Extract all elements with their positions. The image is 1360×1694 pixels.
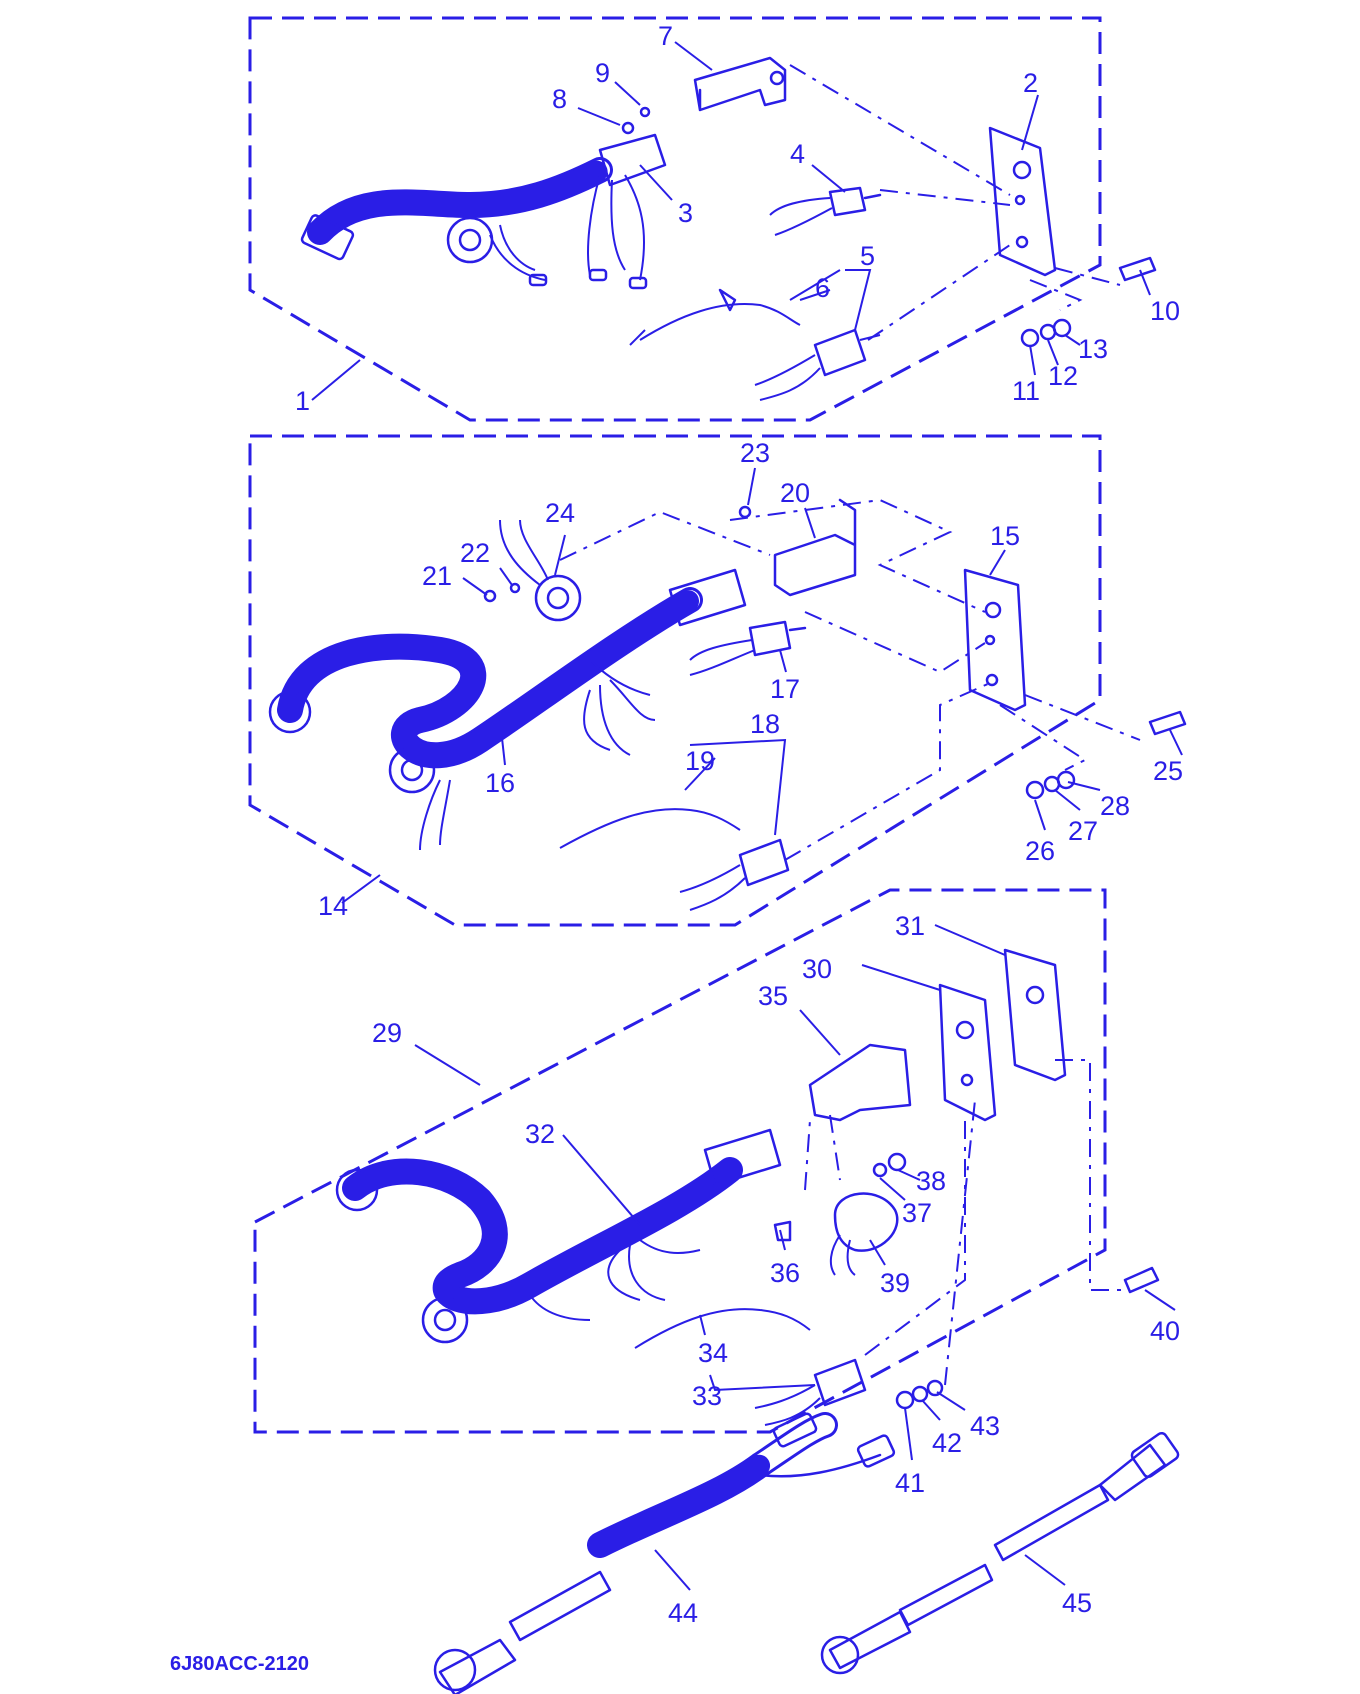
group-14-parts [268,498,1187,911]
callout-1: 1 [295,386,310,416]
switch-17 [748,620,807,657]
callout-40: 40 [1150,1316,1180,1346]
plate-30 [938,983,997,1122]
callout-4: 4 [790,139,805,169]
extension-cables [433,1412,1180,1694]
callout-36: 36 [770,1258,800,1288]
lanyard-6 [629,303,801,346]
callout-44: 44 [668,1598,698,1628]
callout-29: 29 [372,1018,402,1048]
meter-24 [534,574,582,622]
callout-19: 19 [685,746,715,776]
group-1-parts [300,56,1157,401]
switch-4 [828,186,882,217]
callout-7: 7 [658,21,673,51]
callout-33: 33 [692,1381,722,1411]
callout-30: 30 [802,954,832,984]
group-frames [248,16,1107,1434]
group-frame-14 [248,434,1102,927]
callout-13: 13 [1078,334,1108,364]
callout-41: 41 [895,1468,925,1498]
callout-18: 18 [750,709,780,739]
callout-20: 20 [780,478,810,508]
callout-21: 21 [422,561,452,591]
callout-35: 35 [758,981,788,1011]
callout-22: 22 [460,538,490,568]
callout-32: 32 [525,1119,555,1149]
cable-45 [993,1483,1110,1562]
callout-2: 2 [1023,68,1038,98]
switch-18 [738,838,790,887]
callout-34: 34 [698,1338,728,1368]
callout-28: 28 [1100,791,1130,821]
group-frame-29 [253,888,1107,1434]
alignment-lines [559,64,1141,1386]
callout-45: 45 [1062,1588,1092,1618]
callout-12: 12 [1048,361,1078,391]
leader-lines [311,41,1183,1591]
callout-43: 43 [970,1411,1000,1441]
callout-10: 10 [1150,296,1180,326]
switch-33 [813,1358,867,1407]
solenoid-39 [833,1192,899,1252]
callout-6: 6 [815,273,830,303]
bracket-35 [808,1043,912,1122]
plate-15 [963,568,1027,712]
plate-31 [1003,948,1067,1082]
lanyard-34 [634,1308,811,1349]
callout-26: 26 [1025,836,1055,866]
callout-15: 15 [990,521,1020,551]
callout-16: 16 [485,768,515,798]
bracket-20 [773,498,857,597]
callout-labels: 1 2 3 4 5 6 7 8 9 10 11 12 13 14 15 16 1… [170,21,1183,1675]
callout-11: 11 [1012,376,1040,406]
callout-42: 42 [932,1428,962,1458]
group-29-parts [335,948,1160,1426]
callout-39: 39 [880,1268,910,1298]
callout-38: 38 [916,1166,946,1196]
callout-9: 9 [595,58,610,88]
diagram-code: 6J80ACC-2120 [170,1653,309,1675]
callout-27: 27 [1068,816,1098,846]
callout-3: 3 [678,198,693,228]
callout-25: 25 [1153,756,1183,786]
group-frame-1 [248,16,1102,422]
callout-5: 5 [860,241,875,271]
switch-5 [813,328,867,377]
callout-23: 23 [740,438,770,468]
callout-31: 31 [895,911,925,941]
bracket-7 [693,56,787,112]
callout-14: 14 [318,891,348,921]
callout-37: 37 [902,1198,932,1228]
callout-8: 8 [552,84,567,114]
callout-17: 17 [770,674,800,704]
callout-24: 24 [545,498,575,528]
plate-2 [988,126,1057,277]
lanyard-19 [559,808,741,849]
